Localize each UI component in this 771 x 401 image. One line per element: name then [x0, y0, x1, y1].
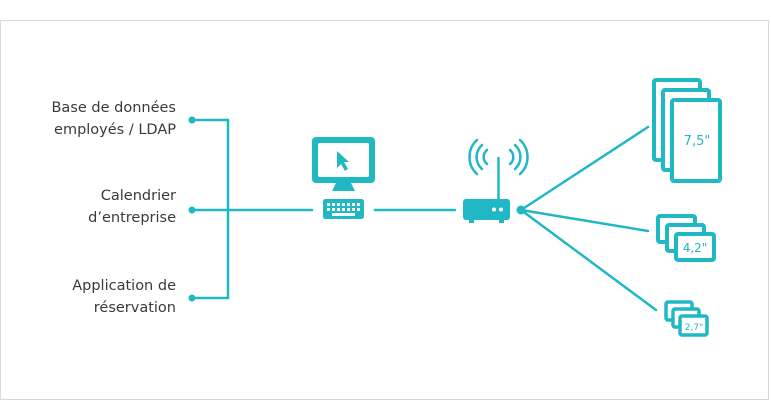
- diagram-frame: [0, 20, 769, 400]
- cursor-icon: [337, 151, 349, 171]
- keyboard-icon: [323, 199, 364, 219]
- display-stack-icon: 4,2": [656, 214, 716, 262]
- source-connectors: [190, 118, 457, 300]
- screen-size-medium: 4,2": [683, 241, 708, 255]
- wifi-router-icon: [463, 138, 529, 223]
- screen-size-small: 2,7": [685, 323, 703, 333]
- screen-size-large: 7,5": [684, 134, 711, 149]
- computer-icon: [312, 137, 375, 219]
- display-stack-icon: 7,5": [652, 78, 722, 183]
- display-stack-icon: 2,7": [664, 300, 709, 337]
- router-links: [519, 125, 658, 312]
- source-dots: [188, 116, 526, 302]
